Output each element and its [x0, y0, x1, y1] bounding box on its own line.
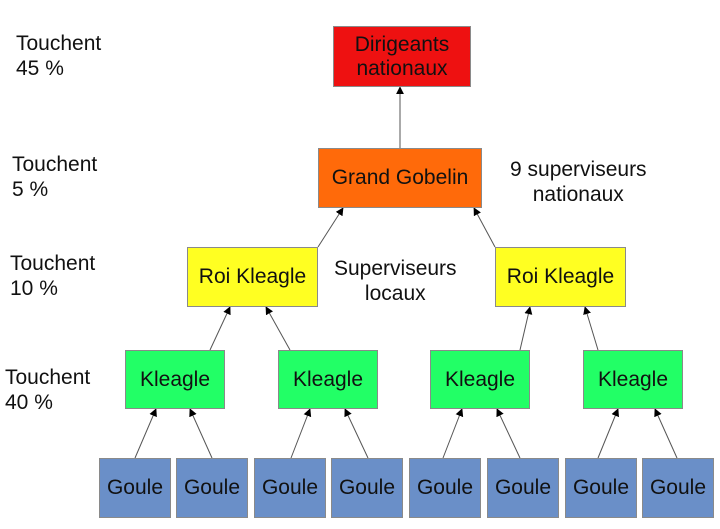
node-label: Goule: [416, 476, 474, 499]
connector-arrow: [597, 408, 619, 459]
level-label-grand-gobelin: Touchent 5 %: [12, 152, 97, 202]
level-label-roi-kleagle: Touchent 10 %: [10, 251, 95, 301]
node-label: Dirigeants: [354, 32, 450, 56]
node-label: Goule: [649, 476, 707, 499]
level-label-line: Touchent: [16, 32, 102, 55]
node-kleagle: Kleagle: [125, 350, 225, 409]
node-label: Kleagle: [139, 367, 211, 391]
note-line: 9 superviseurs: [510, 158, 647, 181]
level-label-line: Touchent: [12, 153, 98, 176]
connector-arrow: [496, 408, 521, 459]
connector-arrow: [442, 408, 464, 459]
node-label: Goule: [183, 476, 241, 499]
node-label: Kleagle: [444, 367, 516, 391]
note-line: Superviseurs: [334, 257, 457, 280]
node-grand-gobelin: Grand Gobelin: [318, 148, 482, 208]
level-label-line: Touchent: [10, 252, 96, 275]
level-label-percent: 45 %: [16, 57, 64, 80]
node-dirigeants-nationaux: Dirigeants nationaux: [333, 26, 471, 87]
note-line: locaux: [364, 282, 426, 305]
node-label: Goule: [494, 476, 552, 499]
node-goule: Goule: [176, 458, 248, 518]
connector-arrow: [583, 306, 599, 351]
connector-arrow: [519, 306, 533, 351]
note-national-supervisors: 9 superviseurs nationaux: [510, 157, 647, 207]
node-label: Kleagle: [292, 367, 364, 391]
connector-arrow: [654, 408, 678, 459]
node-kleagle: Kleagle: [278, 350, 378, 409]
connector-arrow: [344, 408, 369, 459]
level-label-percent: 5 %: [12, 178, 49, 201]
node-label: nationaux: [356, 56, 448, 80]
node-goule: Goule: [409, 458, 481, 518]
level-label-dirigeants: Touchent 45 %: [16, 31, 101, 81]
node-roi-kleagle: Roi Kleagle: [495, 247, 626, 307]
level-label-percent: 40 %: [5, 391, 53, 414]
level-label-kleagle: Touchent 40 %: [5, 365, 90, 415]
connector-arrow: [473, 207, 496, 248]
note-line: nationaux: [532, 183, 624, 206]
node-kleagle: Kleagle: [583, 350, 683, 409]
node-goule: Goule: [331, 458, 403, 518]
connector-arrow: [290, 408, 312, 459]
node-label: Roi Kleagle: [506, 265, 615, 288]
node-kleagle: Kleagle: [430, 350, 530, 409]
node-roi-kleagle: Roi Kleagle: [187, 247, 318, 307]
connector-arrow: [189, 408, 213, 459]
node-goule: Goule: [642, 458, 714, 518]
connector-arrow: [134, 408, 157, 459]
node-label: Goule: [572, 476, 630, 499]
node-label: Kleagle: [597, 367, 669, 391]
level-label-percent: 10 %: [10, 277, 58, 300]
node-goule: Goule: [487, 458, 559, 518]
connector-arrow: [317, 207, 344, 248]
level-label-line: Touchent: [5, 366, 91, 389]
connector-arrow: [265, 306, 291, 351]
note-local-supervisors: Superviseurs locaux: [334, 256, 457, 306]
node-goule: Goule: [565, 458, 637, 518]
node-label: Roi Kleagle: [198, 265, 307, 288]
connector-arrow: [209, 306, 231, 351]
node-label: Grand Gobelin: [331, 166, 469, 189]
node-label: Goule: [338, 476, 396, 499]
node-label: Goule: [106, 476, 164, 499]
node-label: Goule: [261, 476, 319, 499]
node-goule: Goule: [99, 458, 171, 518]
node-goule: Goule: [254, 458, 326, 518]
